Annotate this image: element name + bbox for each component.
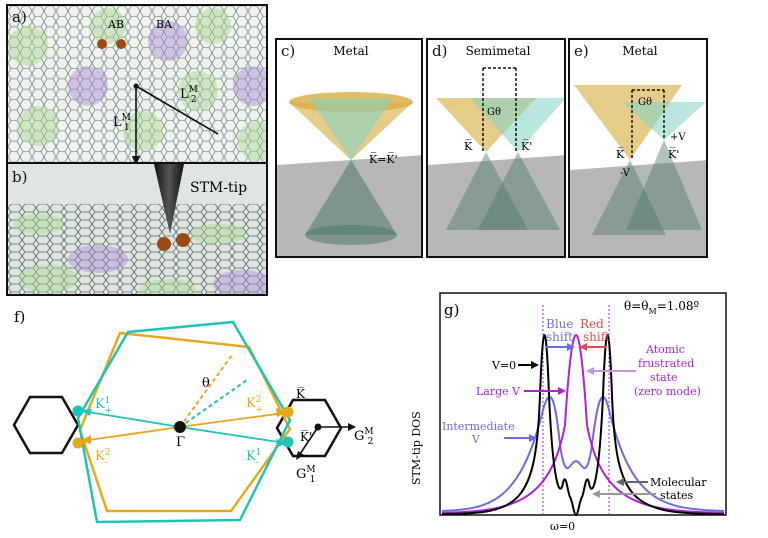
lower-cone (305, 160, 397, 235)
k-minus-1-label: K1- (246, 448, 261, 468)
red-shift-label-2: shift (583, 330, 610, 344)
upper-cone-teal (470, 98, 564, 152)
panel-f-brillouin-zones: f) θ Γ K1+ K2- K2+ K1 (0, 300, 400, 534)
intermediate-v-label-1: Intermediate (442, 420, 515, 433)
atomic-label-3: state (650, 371, 678, 384)
v-zero-label: V=0 (491, 359, 516, 372)
kbar-label: K̅ (296, 386, 306, 401)
panel-a-label: a) (12, 8, 27, 26)
theta-label: θ (202, 376, 210, 391)
plot-frame (439, 292, 727, 516)
panel-e-metal-biased-cones: Metal Gθ +V -V K̅ K̅' e) (568, 38, 708, 258)
red-shift-label-1: Red (580, 317, 604, 331)
panel-g-label: g) (444, 301, 459, 319)
k-minus-2-label: K2- (95, 448, 110, 468)
panel-b-label: b) (12, 168, 28, 186)
k-plus-1-point (72, 405, 84, 417)
k-plus-2-label: K2+ (246, 395, 263, 415)
panel-g-stm-dos: g) θ=θM=1.08º STM-tip DOS ω=0 Blue shift… (400, 285, 768, 534)
ab-site-atom (97, 39, 107, 49)
upper-cone-teal (309, 98, 393, 160)
ab-site-atom (116, 39, 126, 49)
panel-c-metal-cones: Metal K̅=K̅' c) (275, 38, 423, 258)
kbar-prime-label: K̅' (300, 429, 312, 444)
ba-label: BA (156, 18, 173, 31)
molecular-label-1: Molecular (650, 476, 707, 489)
panel-e-gap-label: Gθ (638, 97, 652, 108)
panel-d-k-label: K̅ (464, 139, 473, 153)
k-plus-1-label: K1+ (95, 396, 112, 416)
panel-e-kp-label: K̅' (668, 147, 679, 161)
panel-c-label: c) (281, 42, 296, 60)
panel-e-label: e) (574, 42, 589, 60)
intermediate-v-label-2: V (471, 433, 481, 446)
curve-intermediate-v (441, 396, 725, 512)
panel-d-kp-label: K̅' (521, 139, 532, 153)
atomic-label-4: (zero mode) (634, 385, 701, 398)
blue-shift-label-1: Blue (546, 317, 574, 331)
ab-label: AB (107, 18, 124, 31)
curve-large-v (441, 333, 725, 514)
k-plus-2-point (282, 406, 294, 418)
mini-bz-left (12, 395, 80, 455)
molecule-atom (157, 237, 171, 251)
panel-d-label: d) (432, 42, 448, 60)
molecular-label-2: states (660, 489, 694, 502)
panel-b-stm-tip: STM-tip b) (6, 162, 268, 296)
large-v-label: Large V (476, 385, 521, 398)
panel-f-label: f) (14, 308, 25, 326)
y-axis-label: STM-tip DOS (410, 411, 423, 485)
k-minus-2-point (72, 437, 84, 449)
atomic-label-2: frustrated (638, 357, 694, 370)
panel-e-k-label: K̅ (616, 147, 625, 161)
panel-c-point-label: K̅=K̅' (369, 152, 398, 166)
panel-e-title: Metal (622, 44, 657, 58)
stm-tip-shape (154, 164, 184, 234)
gamma-point (174, 421, 186, 433)
stm-tip-illustration: STM-tip (8, 164, 266, 294)
blue-shift-label-2: shift (546, 330, 573, 344)
panel-c-title: Metal (333, 44, 368, 58)
gamma-label: Γ (176, 435, 185, 450)
atomic-label-1: Atomic (645, 343, 685, 356)
stm-tip-label: STM-tip (190, 180, 247, 196)
panel-e-plus-v: +V (670, 132, 686, 143)
panel-d-semimetal-cones: Semimetal Gθ K̅ K̅' d) (426, 38, 566, 258)
bz-layer-teal (76, 320, 292, 524)
theta-magic-label: θ=θM=1.08º (624, 299, 699, 316)
panel-e-minus-v: -V (620, 168, 631, 179)
curve-v-zero (441, 334, 725, 517)
k-minus-1-point (282, 436, 294, 448)
panel-d-title: Semimetal (466, 44, 531, 58)
x-axis-label: ω=0 (550, 520, 575, 533)
molecule-atom (176, 233, 190, 247)
mini-bz-right (275, 398, 343, 458)
panel-d-gap-label: Gθ (487, 107, 501, 118)
